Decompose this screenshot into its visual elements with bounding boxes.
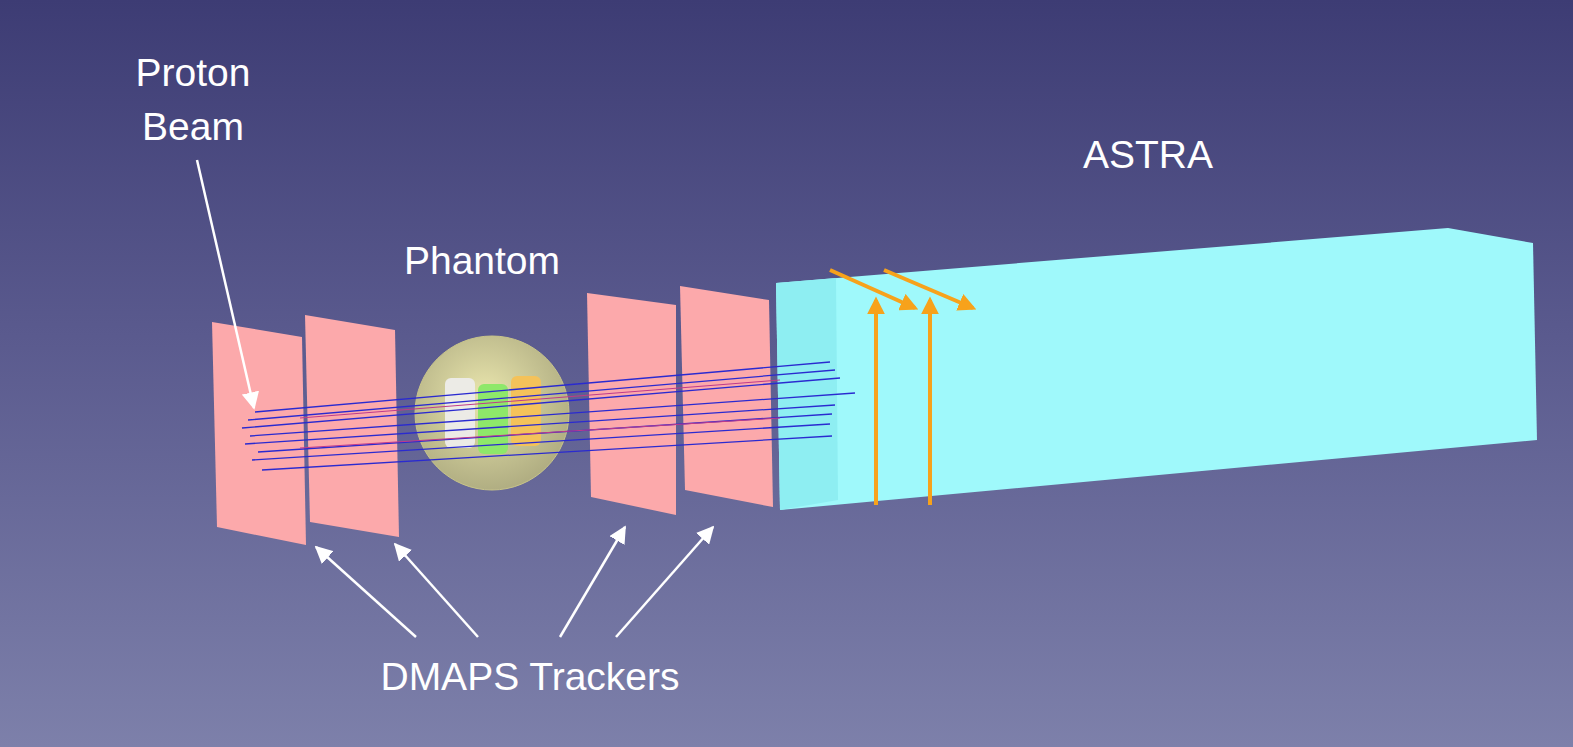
label-text: ASTRA [1028,128,1268,182]
label-text: Phantom [352,234,612,288]
astra-calorimeter [776,228,1537,510]
label-text: DMAPS Trackers [320,650,740,704]
astra-face [776,278,838,510]
tracker-plane [680,286,773,507]
proton-tracks-red [300,380,780,448]
proton-tracks [242,362,855,470]
leader-arrows [197,160,713,637]
phantom-sphere [415,336,569,490]
label-text: Proton Beam [113,46,273,154]
tracker-plane [587,293,676,515]
readout-arrows [830,270,973,505]
